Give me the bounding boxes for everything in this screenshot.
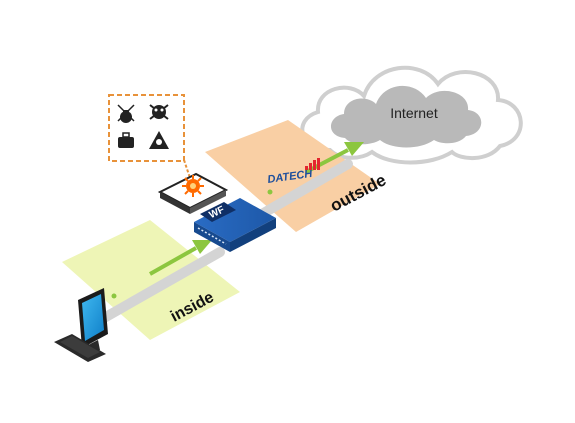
outside-zone (205, 120, 380, 232)
inside-arrow (111, 240, 212, 299)
inside-zone (62, 220, 240, 340)
wf-badge: WF (200, 202, 236, 222)
port-row (197, 227, 227, 245)
threat-connector (183, 159, 191, 179)
device-front (194, 222, 230, 252)
internet-label: Internet (390, 105, 438, 121)
inspection-pad (157, 172, 229, 214)
firewall-device: WF (194, 198, 276, 252)
biohazard-icon (149, 131, 169, 149)
threat-box-border (108, 94, 185, 162)
device-side (230, 218, 276, 252)
traffic-path (99, 159, 353, 323)
path-inside-segment (99, 247, 225, 323)
computer (54, 288, 108, 362)
internet-cloud: Internet (300, 65, 523, 165)
outside-node-dot (267, 189, 273, 195)
briefcase-icon (118, 132, 134, 148)
arrow-head-icon (192, 240, 212, 254)
path-outside-segment (257, 159, 353, 219)
virus-icon (149, 104, 169, 120)
spy-icon (117, 104, 135, 123)
inside-node-dot (111, 293, 117, 299)
device-top (194, 198, 276, 242)
monitor-screen (82, 294, 104, 341)
brand-bars-icon (305, 158, 320, 170)
burst-icon (182, 175, 204, 197)
keyboard-keys (60, 336, 100, 358)
arrow-head-icon (344, 142, 364, 156)
cloud-inner (330, 85, 482, 148)
computer-icon (54, 288, 108, 362)
threat-box (108, 94, 185, 162)
